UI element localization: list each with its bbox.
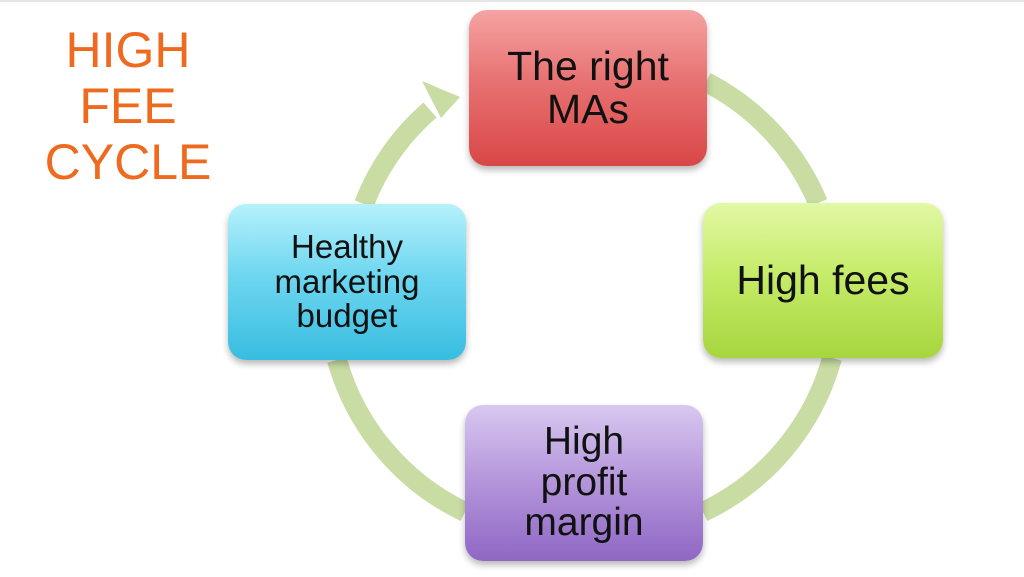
node-label-line: High xyxy=(543,419,625,463)
top-border xyxy=(0,0,1024,2)
arrowhead xyxy=(422,81,460,118)
node-high-profit-margin: High profit margin xyxy=(465,405,703,561)
title-line-2: FEE xyxy=(79,78,177,134)
node-label-line: MAs xyxy=(547,86,629,132)
title-line-3: CYCLE xyxy=(44,134,212,190)
node-label-line: High fees xyxy=(736,256,910,303)
node-label-line: margin xyxy=(524,501,644,545)
node-label-line: Healthy xyxy=(291,228,403,266)
node-label-line: The right xyxy=(507,42,669,89)
diagram-title: HIGH FEE CYCLE xyxy=(18,22,238,190)
connector-right-mas-to-high-fees xyxy=(701,73,828,207)
node-label-line: marketing xyxy=(274,262,420,300)
connector-high-fees-to-profit xyxy=(698,355,842,522)
node-label-line: profit xyxy=(540,460,628,504)
node-high-fees: High fees xyxy=(703,203,943,358)
node-label-line: budget xyxy=(296,297,398,335)
title-line-1: HIGH xyxy=(65,22,191,78)
connector-profit-to-budget xyxy=(327,357,470,522)
node-the-right-mas: The right MAs xyxy=(469,10,707,166)
node-healthy-marketing-budget: Healthy marketing budget xyxy=(228,204,466,360)
connector-budget-to-right-mas xyxy=(354,102,437,208)
